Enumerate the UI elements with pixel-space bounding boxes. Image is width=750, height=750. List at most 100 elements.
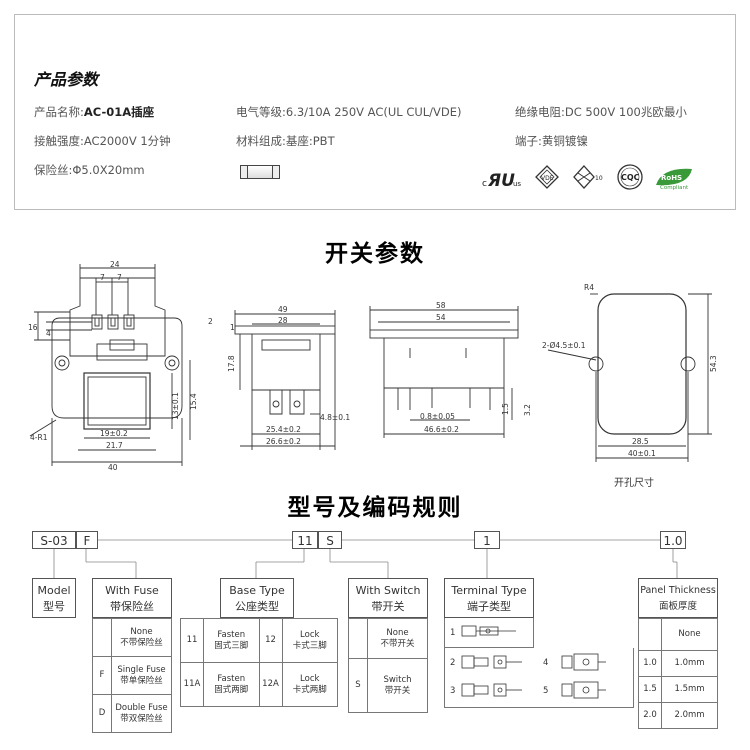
svg-text:VDE: VDE — [541, 175, 554, 182]
dim-54-3: 54.3 — [709, 355, 718, 372]
side-view-2-drawing — [369, 306, 519, 438]
code-part-fuse: F — [76, 531, 98, 549]
param-insulation: 绝缘电阻:DC 500V 100兆欧最小 — [515, 105, 687, 119]
fuse-icon — [240, 165, 280, 179]
terminal-rows-2-5 — [444, 648, 634, 708]
dim-17-8: 17.8 — [227, 355, 236, 372]
dim-radius: 4-R1 — [30, 433, 48, 442]
svg-text:c: c — [482, 179, 487, 189]
param-material: 材料组成:基座:PBT — [236, 134, 335, 148]
dim-3-2: 3.2 — [523, 404, 532, 416]
param-terminal: 端子:黄铜镀镍 — [515, 134, 588, 148]
panel-cutout-drawing — [547, 293, 712, 462]
code-part-base: 11 — [292, 531, 318, 549]
param-electrical-rating: 电气等级:6.3/10A 250V AC(UL CUL/VDE) — [236, 105, 462, 119]
terminal-code-5: 5 — [543, 686, 549, 696]
dim-4-8: 4.8±0.1 — [320, 413, 350, 422]
terminal-row-1 — [444, 618, 534, 648]
table-row: None — [638, 618, 718, 651]
dim-19: 19±0.2 — [100, 429, 128, 438]
vde-cert-icon: VDE — [534, 164, 560, 190]
dim-4: 4 — [46, 329, 51, 338]
code-part-panel: 1.0 — [660, 531, 686, 549]
product-params-panel — [14, 14, 736, 210]
terminal-1-icon — [461, 625, 516, 637]
dim-28-5: 28.5 — [632, 437, 649, 446]
dim-7a: 7 — [100, 273, 105, 282]
terminal-code-2: 2 — [450, 658, 456, 668]
dim-24: 24 — [110, 260, 120, 269]
dim-1-5: 1.5 — [501, 403, 510, 415]
param-fuse: 保险丝:Φ5.0X20mm — [34, 163, 145, 177]
svg-text:Compliant: Compliant — [660, 185, 689, 191]
dim-40-cut: 40±0.1 — [628, 449, 656, 458]
code-rule-title: 型号及编码规则 — [287, 495, 463, 521]
terminal-4-icon — [561, 653, 606, 671]
dimension-drawings: 24 7 7 16 4 13±0.1 15.4 4-R1 19±0.2 21.7… — [28, 260, 718, 489]
terminal-3-icon — [461, 683, 522, 697]
dim-25-4: 25.4±0.2 — [266, 425, 301, 434]
ce-cert-icon: 10 — [572, 164, 606, 190]
side-view-1-drawing — [234, 310, 336, 450]
code-part-model: S-03 — [32, 531, 76, 549]
dim-40: 40 — [108, 463, 118, 472]
code-connector-lines — [53, 539, 678, 578]
dim-7b: 7 — [117, 273, 122, 282]
terminal-2-icon — [461, 655, 522, 669]
svg-text:10: 10 — [595, 175, 603, 182]
dim-21: 21.7 — [106, 441, 123, 450]
dim-2: 2 — [208, 317, 213, 326]
dim-13: 13±0.1 — [171, 392, 180, 420]
terminal-code-1: 1 — [450, 628, 456, 638]
dim-58: 58 — [436, 301, 446, 310]
code-part-switch: S — [318, 531, 342, 549]
params-title: 产品参数 — [34, 70, 99, 89]
svg-text:CQC: CQC — [621, 173, 640, 182]
dim-46-6: 46.6±0.2 — [424, 425, 459, 434]
dim-0-8: 0.8±0.05 — [420, 412, 455, 421]
dim-26-6: 26.6±0.2 — [266, 437, 301, 446]
dim-54: 54 — [436, 313, 446, 322]
terminal-shapes — [461, 625, 606, 699]
cutout-caption: 开孔尺寸 — [614, 476, 654, 489]
dim-1: 1 — [230, 323, 235, 332]
dim-49: 49 — [278, 305, 288, 314]
switch-params-title: 开关参数 — [325, 241, 425, 267]
dim-hole: 2-Ø4.5±0.1 — [542, 341, 586, 350]
dim-16: 16 — [28, 323, 38, 332]
front-view-drawing — [29, 264, 191, 466]
param-product-name: 产品名称:AC-01A插座 — [34, 105, 155, 119]
terminal-code-3: 3 — [450, 686, 456, 696]
svg-text:us: us — [513, 180, 521, 188]
terminal-5-icon — [561, 681, 606, 699]
dim-28: 28 — [278, 316, 288, 325]
svg-text:ЯU: ЯU — [487, 171, 515, 190]
param-contact-strength: 接触强度:AC2000V 1分钟 — [34, 134, 171, 148]
cqc-cert-icon: CQC — [616, 163, 644, 191]
code-part-terminal: 1 — [474, 531, 500, 549]
dim-r4: R4 — [584, 283, 594, 292]
dim-15: 15.4 — [189, 393, 198, 410]
